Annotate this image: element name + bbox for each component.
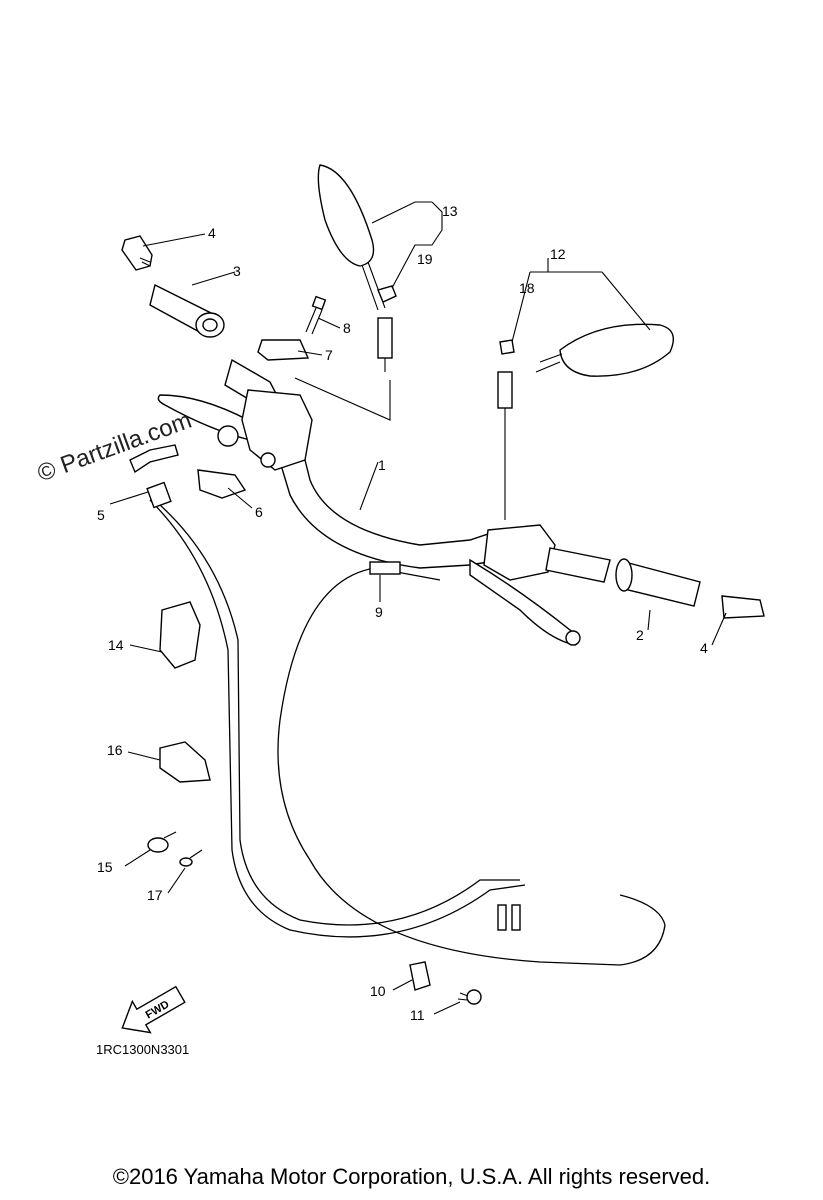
left-grip-end <box>121 235 153 271</box>
bolt-11 <box>457 989 482 1005</box>
callout-13: 13 <box>442 203 458 219</box>
diagram-code: 1RC1300N3301 <box>96 1042 190 1057</box>
callout-19: 19 <box>417 251 433 267</box>
band-17 <box>179 849 203 867</box>
callout-11: 11 <box>410 1007 425 1023</box>
holder-10 <box>409 961 431 991</box>
callout-10: 10 <box>370 983 386 999</box>
callout-16: 16 <box>107 742 123 758</box>
mirror-right-nut <box>499 339 515 355</box>
lever-bracket <box>197 469 247 499</box>
callout-2: 2 <box>636 627 644 643</box>
leader-lines <box>109 201 727 1015</box>
throttle-housing <box>469 524 581 646</box>
clutch-cable <box>277 561 666 966</box>
clutch-lever-assembly <box>157 389 313 471</box>
callout-9: 9 <box>375 604 383 620</box>
cable-guide-16 <box>159 741 211 783</box>
mirror-left <box>317 164 393 372</box>
callouts: 1 2 3 4 4 5 6 7 8 9 10 11 12 13 14 15 16… <box>97 203 708 1023</box>
callout-5: 5 <box>97 507 105 523</box>
clamp-bolt <box>305 295 327 335</box>
band-15 <box>147 831 177 853</box>
callout-1: 1 <box>378 457 386 473</box>
callout-7: 7 <box>325 347 333 363</box>
callout-17: 17 <box>147 887 163 903</box>
callout-8: 8 <box>343 320 351 336</box>
mirror-right <box>497 323 674 520</box>
callout-4-right: 4 <box>700 640 708 656</box>
lever-clamp <box>257 339 310 361</box>
copyright-notice: ©2016 Yamaha Motor Corporation, U.S.A. A… <box>112 1164 711 1189</box>
callout-12: 12 <box>550 246 566 262</box>
right-grip <box>545 547 701 607</box>
mirror-left-nut <box>377 285 397 303</box>
callout-14: 14 <box>108 637 124 653</box>
fwd-arrow: FWD <box>121 985 186 1034</box>
callout-3: 3 <box>233 263 241 279</box>
callout-4-left: 4 <box>208 225 216 241</box>
throttle-cables <box>129 444 526 938</box>
callout-15: 15 <box>97 859 113 875</box>
left-grip <box>149 283 225 338</box>
cable-guide-14 <box>159 601 201 669</box>
right-grip-end <box>721 595 765 619</box>
callout-6: 6 <box>255 504 263 520</box>
callout-18: 18 <box>519 280 535 296</box>
